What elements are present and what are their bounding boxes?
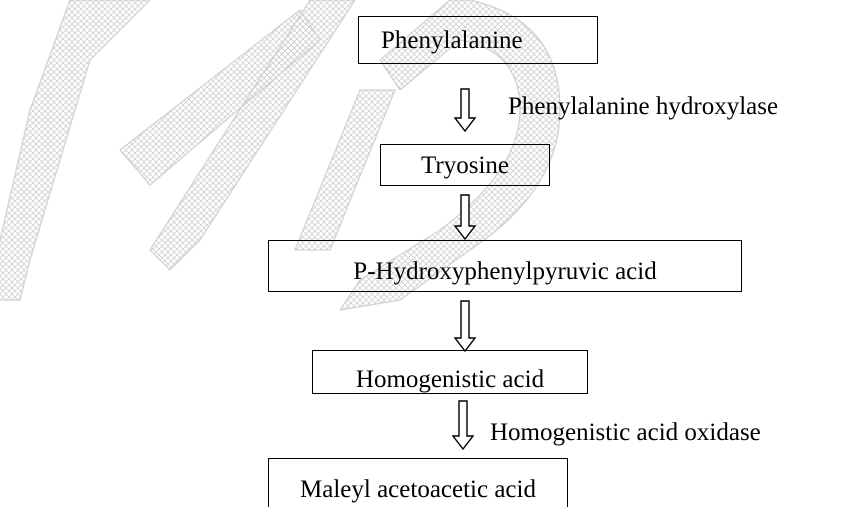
node-label: P-Hydroxyphenylpyruvic acid (353, 257, 657, 285)
enzyme-label-phenylalanine-hydroxylase: Phenylalanine hydroxylase (508, 93, 779, 120)
down-arrow-icon (454, 88, 476, 132)
node-label: Homogenistic acid (355, 365, 545, 393)
node-label: Maleyl acetoacetic acid (300, 475, 536, 503)
node-p-hydroxyphenylpyruvic-acid: P-Hydroxyphenylpyruvic acid (268, 240, 742, 292)
down-arrow-icon (452, 400, 474, 450)
node-maleyl-acetoacetic-acid: Maleyl acetoacetic acid (268, 458, 568, 507)
down-arrow-icon (454, 194, 476, 240)
node-tyrosine: Tryosine (380, 144, 550, 186)
node-phenylalanine: Phenylalanine (358, 16, 598, 64)
node-label: Tryosine (421, 151, 509, 179)
node-label: Phenylalanine (381, 26, 523, 54)
down-arrow-icon (454, 300, 476, 352)
enzyme-label-homogenistic-acid-oxidase: Homogenistic acid oxidase (490, 419, 761, 446)
node-homogenistic-acid: Homogenistic acid (312, 350, 588, 394)
